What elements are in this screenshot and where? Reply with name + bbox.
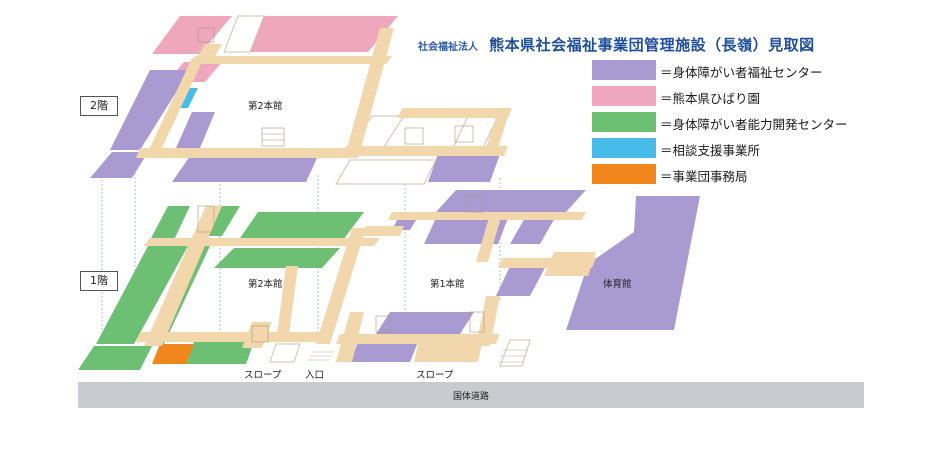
legend-label: ＝身体障がい者能力開発センター <box>660 117 848 132</box>
legend-swatch <box>592 138 656 158</box>
room-white <box>335 159 437 185</box>
legend-item-hibari: ＝熊本県ひばり園 <box>592 86 922 108</box>
room-green <box>214 248 340 268</box>
legend-label: ＝熊本県ひばり園 <box>660 91 761 106</box>
room-green <box>186 342 254 364</box>
room-green <box>96 246 188 344</box>
label-slope-right: スロープ <box>416 370 454 381</box>
room-green <box>78 346 152 370</box>
floor-tag-1f: 1階 <box>80 271 118 291</box>
room-purple <box>510 216 556 244</box>
title-organization: 社会福祉法人 <box>418 42 478 53</box>
label-main-building-1: 第1本館 <box>430 279 465 290</box>
room-gym <box>566 196 700 330</box>
title-main: 熊本県社会福祉事業団管理施設（長嶺）見取図 <box>489 36 815 54</box>
road-bar: 国体道路 <box>78 382 864 408</box>
legend-swatch <box>592 86 656 106</box>
room-purple <box>110 70 190 150</box>
room-green <box>236 212 364 244</box>
room-purple <box>428 154 500 182</box>
room-green <box>150 206 190 240</box>
entrance-steps <box>308 349 528 363</box>
label-gymnasium: 体育館 <box>603 279 632 290</box>
legend-item-consultation: ＝相談支援事業所 <box>592 138 922 160</box>
room-purple <box>176 112 215 148</box>
room-purple <box>376 312 474 334</box>
diagram-title: 社会福祉法人 熊本県社会福祉事業団管理施設（長嶺）見取図 <box>418 34 815 55</box>
room-white <box>223 15 265 53</box>
room-purple <box>90 152 148 178</box>
legend-swatch <box>592 164 656 184</box>
legend-label: ＝事業団事務局 <box>660 169 748 184</box>
label-slope-left: スロープ <box>244 370 282 381</box>
room-white <box>499 339 531 367</box>
room-purple <box>496 262 548 296</box>
legend-label: ＝相談支援事業所 <box>660 143 761 158</box>
label-main-building-2-f2: 第2本館 <box>248 101 283 112</box>
room-green <box>204 206 240 236</box>
room-purple <box>350 342 418 362</box>
first-floor <box>78 190 700 370</box>
room-purple <box>172 156 318 182</box>
room-white <box>269 343 301 363</box>
stairs-2f <box>197 27 474 147</box>
stairs-1f <box>197 195 485 343</box>
room-pink <box>232 16 398 52</box>
legend-swatch <box>592 60 656 80</box>
legend-label: ＝身体障がい者福祉センター <box>660 65 823 80</box>
corridors-2f <box>136 28 512 158</box>
floor-tag-2f: 2階 <box>80 96 118 116</box>
label-main-building-2-f1: 第2本館 <box>248 279 283 290</box>
legend-item-welfare-center: ＝身体障がい者福祉センター <box>592 60 922 82</box>
room-pink <box>152 16 232 54</box>
label-entrance: 入口 <box>305 370 325 381</box>
legend-item-ability-center: ＝身体障がい者能力開発センター <box>592 112 922 134</box>
room-orange <box>152 344 194 364</box>
second-floor <box>90 15 512 185</box>
corridors-1f <box>136 206 596 362</box>
legend-swatch <box>592 112 656 132</box>
legend-item-office: ＝事業団事務局 <box>592 164 922 186</box>
room-purple <box>436 190 586 212</box>
road-label: 国体道路 <box>452 392 489 402</box>
